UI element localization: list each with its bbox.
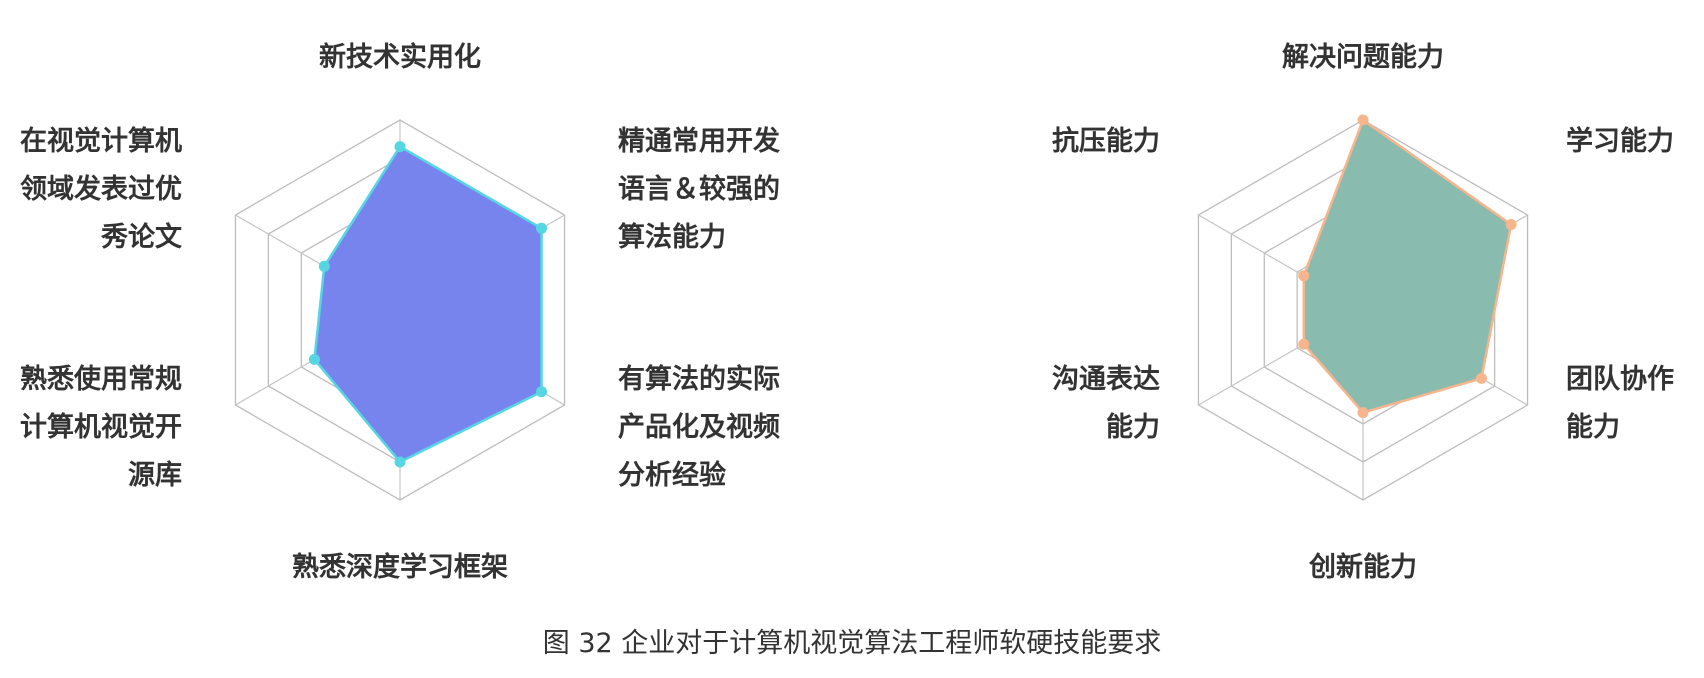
data-point-3[interactable] — [1475, 372, 1487, 384]
data-point-5[interactable] — [308, 353, 320, 365]
axis-label-2-line-3: 算法能力 — [618, 221, 726, 253]
axis-label-6-line-1: 抗压能力 — [1052, 125, 1160, 157]
data-point-4[interactable] — [394, 456, 406, 468]
axis-label-3-line-3: 分析经验 — [618, 459, 726, 491]
data-point-4[interactable] — [1357, 407, 1369, 419]
axis-label-3-line-2: 能力 — [1566, 411, 1620, 443]
axis-label-2-line-1: 精通常用开发 — [618, 125, 780, 157]
axis-label-4-line-1: 熟悉深度学习框架 — [292, 551, 508, 583]
axis-label-3-line-1: 团队协作 — [1566, 364, 1674, 395]
data-point-2[interactable] — [536, 222, 548, 234]
figure-caption: 图 32 企业对于计算机视觉算法工程师软硬技能要求 — [543, 628, 1162, 659]
data-point-6[interactable] — [318, 260, 330, 272]
series-area — [313, 145, 543, 464]
series-area — [1302, 118, 1513, 414]
axis-label-1-line-1: 新技术实用化 — [319, 41, 481, 73]
axis-label-5-line-3: 源库 — [128, 460, 182, 491]
data-point-1[interactable] — [1357, 114, 1369, 126]
axis-label-5-line-2: 计算机视觉开 — [20, 411, 182, 443]
axis-label-6-line-2: 领域发表过优 — [20, 173, 182, 205]
data-point-3[interactable] — [536, 386, 548, 398]
axis-label-5-line-1: 熟悉使用常规 — [20, 363, 182, 395]
axis-label-2-line-2: 语言＆较强的 — [618, 173, 780, 205]
radar-chart-hard-skills: 新技术实用化精通常用开发语言＆较强的算法能力有算法的实际产品化及视频分析经验熟悉… — [20, 41, 780, 583]
axis-label-4-line-1: 创新能力 — [1308, 551, 1417, 583]
axis-label-2-line-1: 学习能力 — [1566, 125, 1674, 157]
axis-label-6-line-3: 秀论文 — [100, 221, 183, 253]
axis-label-3-line-2: 产品化及视频 — [618, 412, 780, 443]
data-point-6[interactable] — [1298, 270, 1310, 282]
axis-label-5-line-2: 能力 — [1106, 411, 1160, 443]
data-point-5[interactable] — [1298, 338, 1310, 350]
data-point-2[interactable] — [1505, 219, 1517, 230]
axis-label-1-line-1: 解决问题能力 — [1282, 41, 1444, 73]
data-point-1[interactable] — [394, 141, 406, 153]
axis-label-5-line-1: 沟通表达 — [1052, 364, 1160, 395]
axis-label-3-line-1: 有算法的实际 — [618, 363, 780, 395]
axis-label-6-line-1: 在视觉计算机 — [20, 125, 182, 157]
